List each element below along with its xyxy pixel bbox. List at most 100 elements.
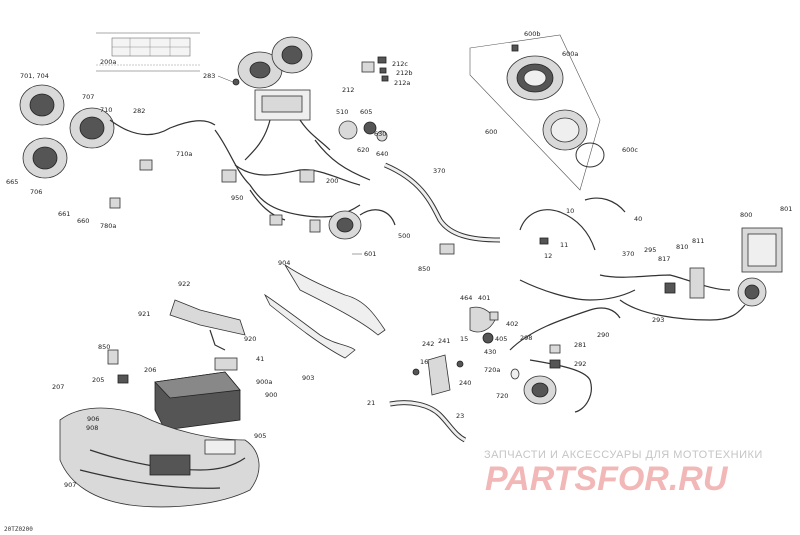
callout-510: 510	[336, 108, 348, 116]
callout-922: 922	[178, 280, 190, 288]
callout-900: 900	[265, 391, 277, 399]
connector-850	[439, 243, 455, 255]
callout-905: 905	[254, 432, 266, 440]
callout-10: 10	[566, 207, 574, 215]
callout-665: 665	[6, 178, 18, 186]
ecu-800	[737, 227, 783, 307]
callout-281: 281	[574, 341, 586, 349]
callout-40: 40	[634, 215, 642, 223]
callout-23: 23	[456, 412, 464, 420]
callout-205: 205	[92, 376, 104, 384]
callout-292: 292	[574, 360, 586, 368]
callout-630: 630	[374, 130, 386, 138]
callout-850b: 850	[98, 343, 110, 351]
callout-660: 660	[77, 217, 89, 225]
callout-430: 430	[484, 348, 496, 356]
callout-207: 207	[52, 383, 64, 391]
callout-283: 283	[203, 72, 215, 80]
callout-707: 707	[82, 93, 94, 101]
callout-241: 241	[438, 337, 450, 345]
callout-212b: 212b	[396, 69, 413, 77]
callout-810: 810	[676, 243, 688, 251]
callout-850: 850	[418, 265, 430, 273]
callout-600: 600	[485, 128, 497, 136]
callout-293: 293	[652, 316, 664, 324]
callout-370b: 370	[622, 250, 634, 258]
callout-801: 801	[780, 205, 792, 213]
callout-402: 402	[506, 320, 518, 328]
callout-295: 295	[644, 246, 656, 254]
callout-921: 921	[138, 310, 150, 318]
callout-817: 817	[658, 255, 670, 263]
callout-240: 240	[459, 379, 471, 387]
skid-plate-frame	[59, 407, 260, 508]
callout-720: 720	[496, 392, 508, 400]
callout-640: 640	[376, 150, 388, 158]
callout-800: 800	[740, 211, 752, 219]
bracket-240	[412, 354, 464, 396]
callout-780a: 780a	[100, 222, 116, 230]
callout-903: 903	[302, 374, 314, 382]
callout-212c: 212c	[392, 60, 408, 68]
connector-212	[361, 56, 389, 82]
battery-900	[107, 349, 241, 431]
callout-601: 601	[364, 250, 376, 258]
callout-950: 950	[231, 194, 243, 202]
watermark-logo: PARTSFOR.RU	[485, 460, 729, 498]
rear-light-harness	[509, 307, 621, 413]
callout-701-704: 701, 704	[20, 72, 49, 80]
harness-810-817	[519, 267, 746, 321]
callout-21: 21	[367, 399, 375, 407]
callout-620: 620	[357, 146, 369, 154]
harness-10-40	[519, 197, 626, 251]
callout-920: 920	[244, 335, 256, 343]
callout-212a: 212a	[394, 79, 410, 87]
wiring-label-inset	[96, 32, 200, 72]
hose-370	[384, 162, 501, 243]
callout-706: 706	[30, 188, 42, 196]
callout-720a: 720a	[484, 366, 500, 374]
callout-41: 41	[256, 355, 264, 363]
callout-16: 16	[420, 358, 428, 366]
callout-464: 464	[460, 294, 472, 302]
callout-710: 710	[100, 106, 112, 114]
callout-908: 908	[86, 424, 98, 432]
callout-906: 906	[87, 415, 99, 423]
callout-15: 15	[460, 335, 468, 343]
callout-12: 12	[544, 252, 552, 260]
callout-600a: 600a	[562, 50, 578, 58]
callout-405: 405	[495, 335, 507, 343]
switch-assembly-401	[469, 306, 499, 344]
callout-242: 242	[422, 340, 434, 348]
callout-298: 298	[520, 334, 532, 342]
drawing-code: 20TZ0200	[4, 526, 33, 533]
connector-710a	[139, 159, 153, 171]
headlight-assembly	[19, 84, 216, 179]
callout-200a: 200a	[100, 58, 116, 66]
callout-500: 500	[398, 232, 410, 240]
battery-bracket	[169, 299, 246, 351]
module-500	[328, 209, 396, 240]
sensors-510-640	[338, 120, 388, 142]
gauge-cluster-600	[469, 34, 605, 191]
callout-900a: 900a	[256, 378, 272, 386]
watermark-title: ЗАПЧАСТИ И АКСЕССУАРЫ ДЛЯ МОТОТЕХНИКИ	[484, 449, 763, 461]
callout-401: 401	[478, 294, 490, 302]
callout-212: 212	[342, 86, 354, 94]
callout-600c: 600c	[622, 146, 638, 154]
callout-282: 282	[133, 107, 145, 115]
callout-811: 811	[692, 237, 704, 245]
callout-600b: 600b	[524, 30, 541, 38]
cable-21-23	[389, 400, 467, 443]
callout-370: 370	[433, 167, 445, 175]
callout-206: 206	[144, 366, 156, 374]
callout-200: 200	[326, 177, 338, 185]
connector-780a	[109, 197, 121, 209]
callout-661: 661	[58, 210, 70, 218]
callout-710a: 710a	[176, 150, 192, 158]
callout-605: 605	[360, 108, 372, 116]
callout-904: 904	[278, 259, 290, 267]
main-wiring-harness	[214, 129, 371, 233]
callout-11: 11	[560, 241, 568, 249]
